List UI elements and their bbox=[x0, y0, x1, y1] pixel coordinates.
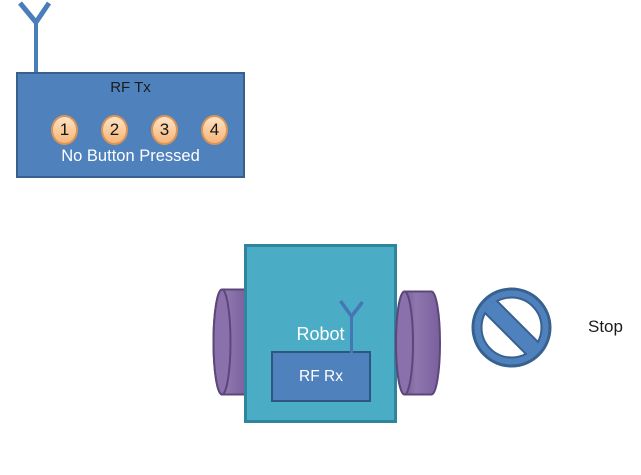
transmitter-box: RF Tx 1 2 3 4 No Button Pressed bbox=[16, 72, 245, 178]
stop-icon bbox=[471, 287, 552, 368]
transmitter-title: RF Tx bbox=[110, 79, 151, 96]
robot-body: Robot RF Rx bbox=[244, 244, 397, 423]
receiver-antenna-icon bbox=[339, 299, 364, 353]
robot-label: Robot bbox=[296, 324, 345, 344]
transmitter-antenna-icon bbox=[18, 1, 52, 74]
stop-label: Stop bbox=[588, 317, 623, 336]
antenna-arm-right bbox=[349, 300, 364, 319]
button-3: 3 bbox=[151, 115, 178, 145]
button-2: 2 bbox=[101, 115, 128, 145]
wheel-cap bbox=[212, 288, 232, 396]
wheel-cap bbox=[395, 290, 414, 396]
receiver-box: RF Rx bbox=[271, 351, 371, 402]
receiver-label: RF Rx bbox=[299, 367, 343, 385]
antenna-arm-right bbox=[33, 1, 52, 25]
robot-left-wheel-icon bbox=[212, 288, 248, 396]
transmitter-buttons-row: 1 2 3 4 bbox=[18, 115, 243, 145]
robot-right-wheel-icon bbox=[395, 290, 441, 396]
antenna-arm-left bbox=[339, 299, 354, 319]
antenna-arm-left bbox=[18, 1, 39, 25]
button-1: 1 bbox=[51, 115, 78, 145]
button-4: 4 bbox=[201, 115, 228, 145]
transmitter-status-text: No Button Pressed bbox=[61, 147, 200, 165]
no-symbol-slash bbox=[480, 296, 543, 359]
